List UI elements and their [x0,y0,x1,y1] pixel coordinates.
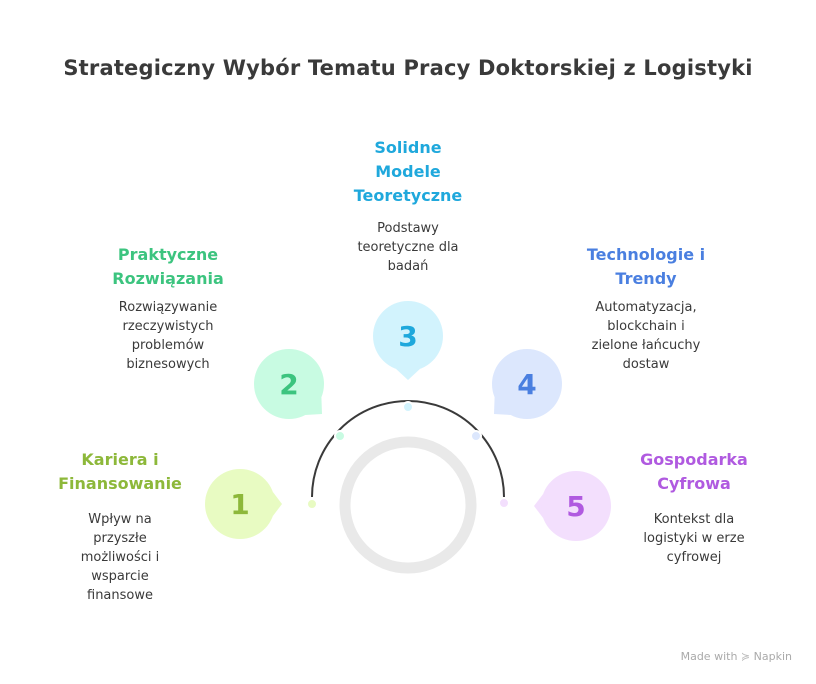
step-number: 4 [517,368,536,401]
bubble-5: 5 [498,471,611,541]
bubble-2: 2 [254,349,346,442]
bubble-circle [254,349,324,419]
bubble-circle [373,301,443,371]
bubble-3: 3 [373,301,443,413]
center-ring [339,436,477,574]
bubble-tail [272,491,282,517]
bubble-circle [492,349,562,419]
step-number: 1 [230,488,249,521]
bubble-1: 1 [205,469,318,539]
bubble-tail [395,368,421,380]
step-number: 2 [279,368,298,401]
step-number: 5 [566,490,585,523]
napkin-logo-icon: ≽ [740,650,751,663]
diagram-title: Strategiczny Wybór Tematu Pracy Doktorsk… [63,56,753,80]
arc-path [311,400,505,498]
bubble-circle [205,469,275,539]
bubble-tail [534,493,544,519]
arc-dot [402,401,414,413]
bubble-4: 4 [470,349,562,442]
step-number: 3 [398,320,417,353]
made-with-napkin: Made with ≽ Napkin [680,650,792,663]
arc-dot [306,498,318,510]
arc-dot [498,497,510,509]
bubble-circle [541,471,611,541]
arc-dot [470,430,482,442]
arc-dot [334,430,346,442]
